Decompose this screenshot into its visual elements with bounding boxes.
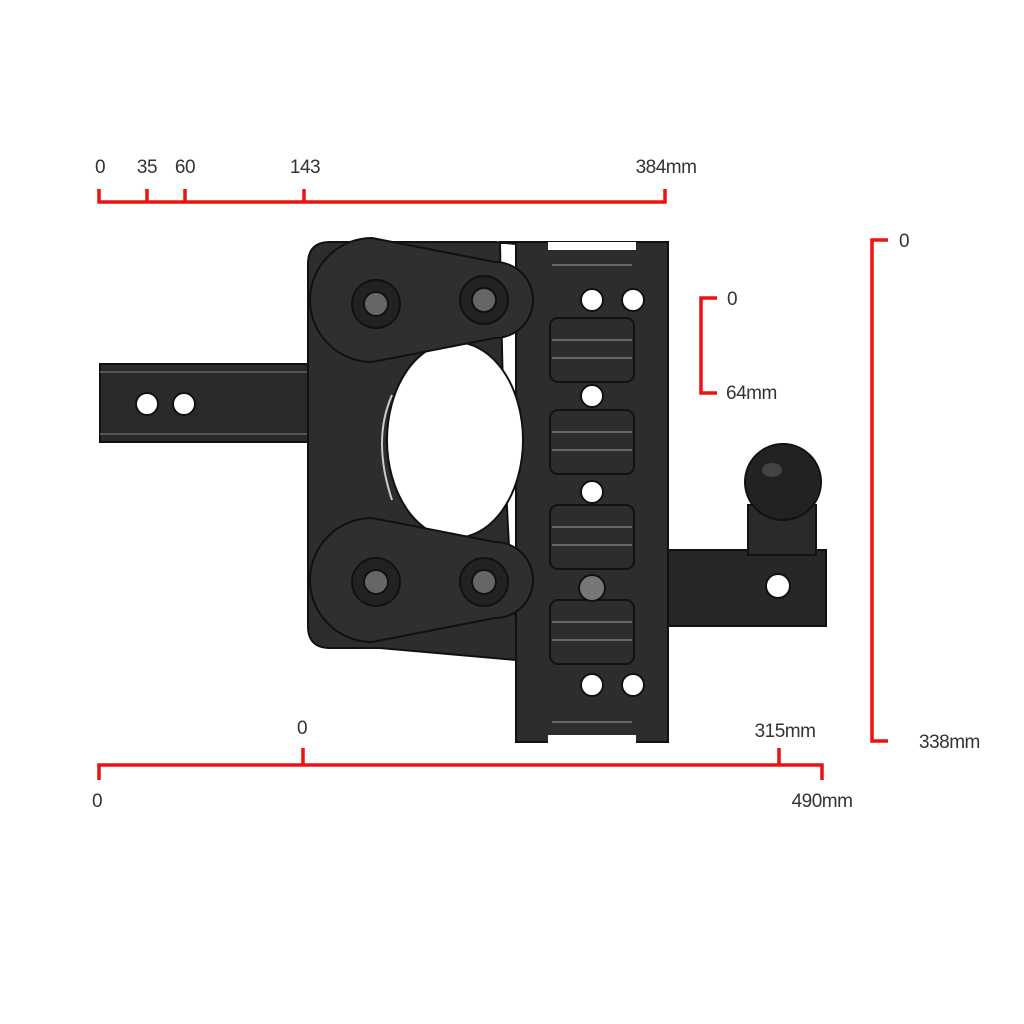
height-scale-start: 0 bbox=[898, 231, 910, 252]
ball-mount-shank bbox=[663, 549, 827, 627]
center-opening bbox=[386, 341, 524, 539]
top-scale-line bbox=[97, 189, 667, 204]
lock-pin bbox=[578, 574, 606, 602]
bolt-icon bbox=[351, 275, 509, 607]
top-scale-tick-label: 0 bbox=[94, 157, 106, 178]
adjust-hole bbox=[580, 288, 604, 312]
hitch-ball bbox=[744, 443, 822, 521]
adjust-hole bbox=[580, 480, 604, 504]
dimension-lines bbox=[97, 189, 888, 780]
top-scale-tick-label: 60 bbox=[174, 157, 196, 178]
top-scale-tick-label: 143 bbox=[289, 157, 321, 178]
pin-hole bbox=[765, 573, 791, 599]
adjust-hole bbox=[580, 384, 604, 408]
upper-link bbox=[309, 236, 534, 364]
adjust-scale-end: 64mm bbox=[726, 383, 777, 404]
bottom-scale-line bbox=[97, 748, 824, 780]
lower-link bbox=[309, 516, 534, 644]
overall-scale-end: 490mm bbox=[791, 791, 853, 812]
receiver-shank bbox=[99, 363, 321, 443]
top-scale-tick-label: 35 bbox=[136, 157, 158, 178]
drop-scale-start: 0 bbox=[296, 718, 308, 739]
overall-scale-start: 0 bbox=[91, 791, 103, 812]
hitch-illustration bbox=[99, 236, 827, 743]
height-scale-line bbox=[870, 238, 888, 743]
drop-scale-end: 315mm bbox=[754, 721, 816, 742]
adjust-hole bbox=[621, 288, 645, 312]
top-scale-tick-label: 384mm bbox=[635, 157, 697, 178]
adjust-scale-line bbox=[699, 296, 717, 395]
adjust-hole bbox=[621, 673, 645, 697]
shank-hole bbox=[172, 392, 196, 416]
shank-hole bbox=[135, 392, 159, 416]
height-scale-end: 338mm bbox=[919, 732, 980, 753]
adjustment-slots bbox=[549, 264, 635, 723]
adjust-hole bbox=[580, 673, 604, 697]
adjust-scale-start: 0 bbox=[726, 289, 738, 310]
